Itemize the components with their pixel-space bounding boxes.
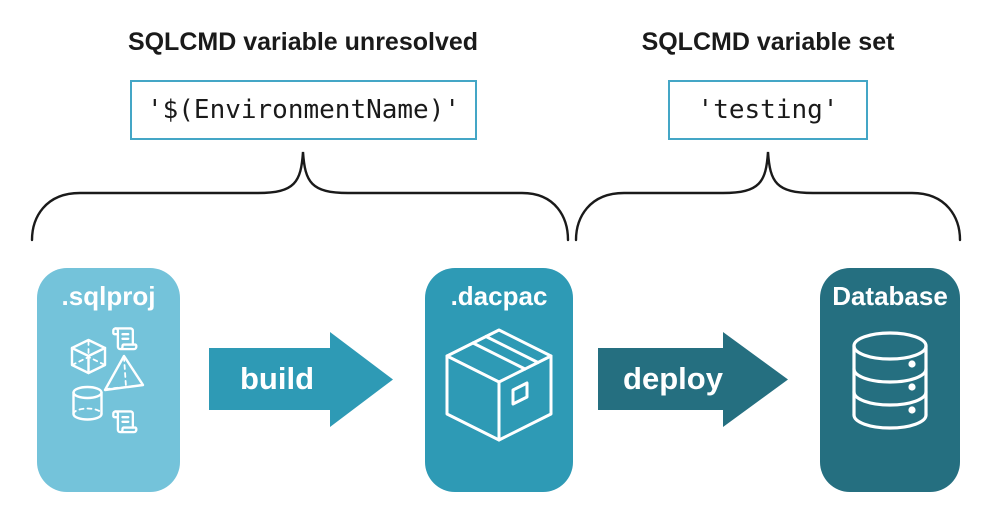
left-heading: SQLCMD variable unresolved xyxy=(127,28,479,56)
cylinder-icon xyxy=(72,385,103,421)
dacpac-icons xyxy=(445,328,553,442)
database-icon xyxy=(852,331,928,430)
cube-icon xyxy=(70,338,107,375)
sqlproj-icons xyxy=(70,327,145,434)
package-icon xyxy=(445,328,553,442)
pyramid-icon xyxy=(103,354,145,392)
left-code-text: '$(EnvironmentName)' xyxy=(146,95,461,125)
database-icons xyxy=(852,331,928,430)
node-sqlproj: .sqlproj xyxy=(37,268,180,492)
node-sqlproj-label: .sqlproj xyxy=(61,281,156,311)
node-database: Database xyxy=(820,268,960,492)
deploy-arrow-label: deploy xyxy=(623,361,723,396)
right-brace xyxy=(574,151,962,242)
node-dacpac-label: .dacpac xyxy=(450,281,548,311)
scroll-icon xyxy=(112,410,138,434)
node-dacpac: .dacpac xyxy=(425,268,573,492)
scroll-icon xyxy=(112,327,138,351)
left-code-box: '$(EnvironmentName)' xyxy=(130,80,477,140)
right-code-box: 'testing' xyxy=(668,80,868,140)
build-arrow xyxy=(209,332,393,427)
braces-graphic xyxy=(30,151,962,242)
node-database-label: Database xyxy=(832,281,948,311)
deploy-arrow xyxy=(598,332,788,427)
right-heading: SQLCMD variable set xyxy=(641,28,895,56)
left-brace xyxy=(30,151,570,242)
build-arrow-label: build xyxy=(239,361,315,396)
right-code-text: 'testing' xyxy=(697,95,839,125)
